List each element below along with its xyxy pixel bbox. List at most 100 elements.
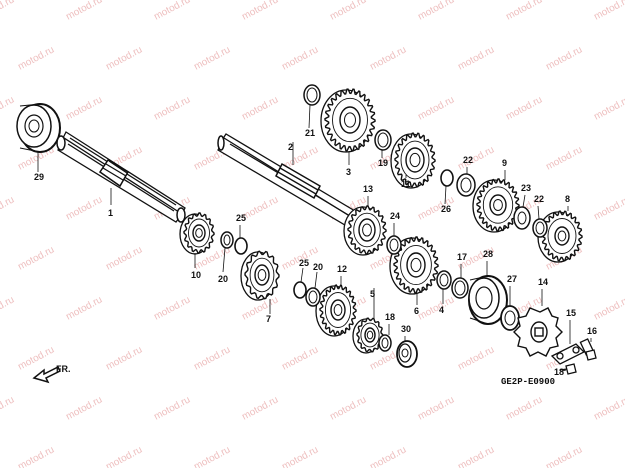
gear-11 bbox=[390, 132, 436, 189]
bearing-30 bbox=[396, 340, 418, 368]
leader-line bbox=[562, 369, 567, 372]
leader-line bbox=[537, 205, 540, 220]
watermark-text: motod.ru bbox=[0, 94, 16, 122]
part-label-12: 12 bbox=[337, 264, 347, 274]
drive-sprocket-14 bbox=[513, 307, 563, 357]
part-label-1: 1 bbox=[108, 208, 113, 218]
part-label-30: 30 bbox=[401, 324, 411, 334]
watermark-text: motod.ru bbox=[0, 394, 16, 422]
watermark-text: motod.ru bbox=[192, 44, 232, 72]
washer-18a bbox=[378, 334, 392, 352]
watermark-text: motod.ru bbox=[592, 294, 625, 322]
circlip-25b bbox=[293, 281, 307, 299]
part-label-14: 14 bbox=[538, 277, 548, 287]
washer-4 bbox=[436, 270, 452, 290]
part-label-21: 21 bbox=[305, 128, 315, 138]
watermark-text: motod.ru bbox=[16, 44, 56, 72]
watermark-text: motod.ru bbox=[504, 394, 544, 422]
watermark-text: motod.ru bbox=[368, 444, 408, 468]
watermark-text: motod.ru bbox=[64, 194, 104, 222]
part-label-18b: 18 bbox=[554, 367, 564, 377]
watermark-text: motod.ru bbox=[592, 94, 625, 122]
part-label-2: 2 bbox=[288, 142, 293, 152]
watermark-text: motod.ru bbox=[104, 244, 144, 272]
watermark-text: motod.ru bbox=[456, 44, 496, 72]
part-label-17: 17 bbox=[457, 252, 467, 262]
leader-line bbox=[522, 194, 526, 208]
watermark-text: motod.ru bbox=[64, 394, 104, 422]
bushing-23 bbox=[513, 206, 531, 230]
gear-10 bbox=[179, 212, 215, 255]
leader-lines bbox=[37, 104, 592, 372]
washer-20a bbox=[220, 231, 234, 249]
part-label-10: 10 bbox=[191, 270, 201, 280]
countershaft-splines bbox=[275, 162, 321, 200]
watermark-text: motod.ru bbox=[592, 0, 625, 23]
bolt-16 bbox=[579, 338, 597, 361]
circlip-25a bbox=[234, 237, 248, 255]
watermark-text: motod.ru bbox=[416, 0, 456, 23]
watermark-text: motod.ru bbox=[152, 294, 192, 322]
watermark-text: motod.ru bbox=[104, 444, 144, 468]
watermark-text: motod.ru bbox=[16, 244, 56, 272]
mainshaft-1 bbox=[56, 131, 186, 223]
watermark-text: motod.ru bbox=[0, 294, 16, 322]
fixing-plate-15 bbox=[550, 343, 586, 365]
part-label-9: 9 bbox=[502, 158, 507, 168]
watermark-text: motod.ru bbox=[544, 44, 584, 72]
leader-line bbox=[222, 247, 226, 273]
part-label-15: 15 bbox=[566, 308, 576, 318]
watermark-text: motod.ru bbox=[240, 0, 280, 23]
watermark-text: motod.ru bbox=[504, 0, 544, 23]
part-label-8: 8 bbox=[565, 194, 570, 204]
bearing-29 bbox=[16, 103, 61, 153]
watermark-text: motod.ru bbox=[416, 94, 456, 122]
part-label-23: 23 bbox=[521, 183, 531, 193]
bolt-18b bbox=[559, 363, 577, 375]
watermark-text: motod.ru bbox=[280, 444, 320, 468]
watermark-text: motod.ru bbox=[0, 194, 16, 222]
gear-8 bbox=[537, 210, 583, 263]
watermark-text: motod.ru bbox=[192, 344, 232, 372]
watermark-text: motod.ru bbox=[328, 394, 368, 422]
front-label: FR. bbox=[56, 364, 71, 374]
part-label-29: 29 bbox=[34, 172, 44, 182]
part-label-22b: 22 bbox=[534, 194, 544, 204]
part-label-5: 5 bbox=[370, 289, 375, 299]
watermark-text: motod.ru bbox=[240, 194, 280, 222]
watermark-text: motod.ru bbox=[192, 444, 232, 468]
front-direction-arrow: FR. bbox=[32, 364, 71, 384]
watermark-text: motod.ru bbox=[328, 0, 368, 23]
washer-20b bbox=[305, 287, 321, 307]
gear-5 bbox=[352, 317, 384, 354]
gear-9 bbox=[472, 178, 520, 233]
washer-21 bbox=[303, 84, 321, 106]
part-label-22a: 22 bbox=[463, 155, 473, 165]
part-label-18a: 18 bbox=[385, 312, 395, 322]
part-labels: 1 2 3 4 5 6 7 8 9 10 11 12 13 14 15 16 1… bbox=[34, 128, 597, 377]
watermark-text: motod.ru bbox=[104, 344, 144, 372]
watermark-text: motod.ru bbox=[16, 444, 56, 468]
watermark-text: motod.ru bbox=[280, 344, 320, 372]
mainshaft-gear-teeth bbox=[98, 158, 130, 188]
part-label-25a: 25 bbox=[236, 213, 246, 223]
watermark-text: motod.ru bbox=[152, 0, 192, 23]
watermark-text: motod.ru bbox=[544, 444, 584, 468]
watermark-text: motod.ru bbox=[592, 194, 625, 222]
watermark-text: motod.ru bbox=[504, 94, 544, 122]
watermark-text: motod.ru bbox=[104, 44, 144, 72]
leader-line bbox=[308, 104, 311, 129]
part-label-19: 19 bbox=[378, 158, 388, 168]
part-label-16: 16 bbox=[587, 326, 597, 336]
watermark-text: motod.ru bbox=[456, 344, 496, 372]
leader-line bbox=[314, 271, 318, 289]
bearing-28 bbox=[468, 275, 508, 325]
watermark-text: motod.ru bbox=[64, 0, 104, 23]
part-label-26: 26 bbox=[441, 204, 451, 214]
part-label-24: 24 bbox=[390, 211, 400, 221]
part-label-4: 4 bbox=[439, 305, 444, 315]
watermark-text: motod.ru bbox=[592, 394, 625, 422]
lock-washer-22b bbox=[532, 218, 548, 238]
